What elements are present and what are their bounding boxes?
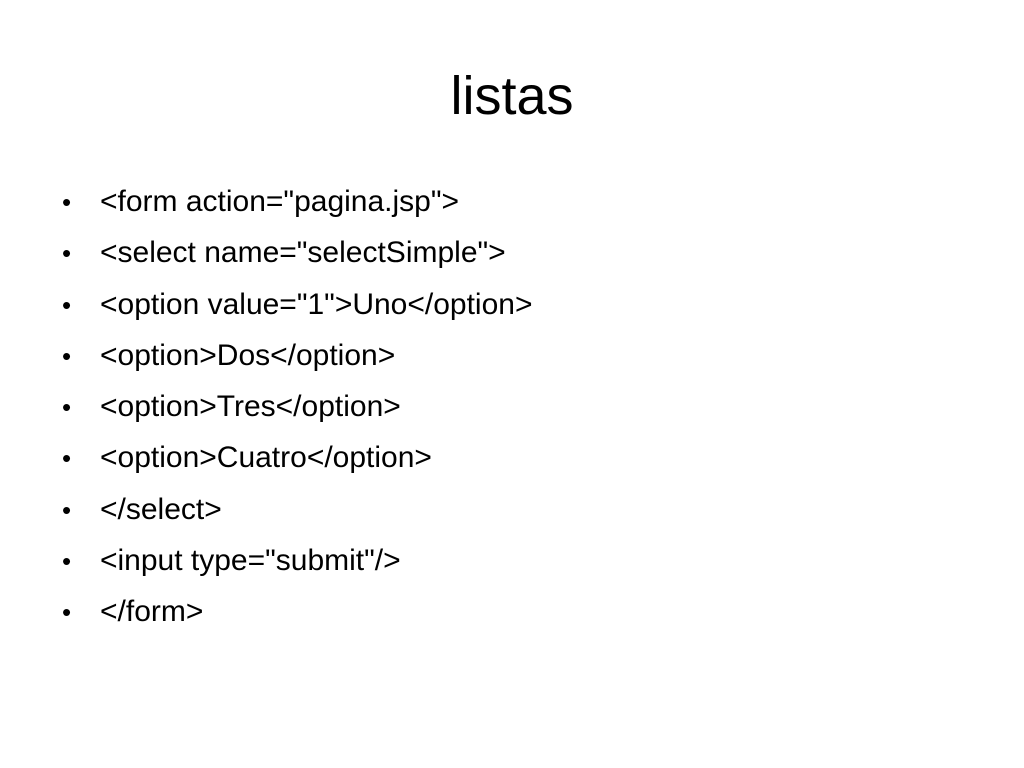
bullet-icon: • — [62, 494, 72, 525]
list-item: • <option>Cuatro</option> — [62, 432, 532, 483]
list-item-text: </select> — [100, 492, 222, 526]
list-item-text: </form> — [100, 595, 204, 629]
list-item-text: <form action="pagina.jsp"> — [100, 185, 460, 218]
list-item-text: <input type="submit"/> — [100, 544, 401, 578]
list-item-text: <option>Dos</option> — [100, 338, 396, 372]
list-item: • </form> — [62, 586, 532, 637]
list-item-text: <option value="1">Uno</option> — [100, 287, 533, 321]
list-item-text: <option>Cuatro</option> — [100, 441, 432, 475]
bullet-icon: • — [62, 546, 72, 577]
list-item: • <option>Tres</option> — [62, 381, 532, 432]
bullet-icon: • — [62, 238, 72, 269]
bullet-icon: • — [62, 443, 72, 474]
bullet-icon: • — [62, 289, 72, 320]
list-item: • <option value="1">Uno</option> — [62, 279, 532, 330]
bullet-list: • <form action="pagina.jsp"> • <select n… — [62, 176, 532, 638]
list-item-text: <option>Tres</option> — [100, 390, 401, 424]
list-item: • <form action="pagina.jsp"> — [62, 176, 532, 227]
list-item: • </select> — [62, 484, 532, 535]
bullet-icon: • — [62, 392, 72, 423]
bullet-icon: • — [62, 597, 72, 628]
slide-title: listas — [450, 66, 574, 126]
list-item: • <option>Dos</option> — [62, 330, 532, 381]
list-item: • <select name="selectSimple"> — [62, 227, 532, 278]
bullet-icon: • — [62, 340, 72, 371]
bullet-icon: • — [62, 187, 72, 217]
list-item: • <input type="submit"/> — [62, 535, 532, 586]
list-item-text: <select name="selectSimple"> — [100, 236, 506, 270]
